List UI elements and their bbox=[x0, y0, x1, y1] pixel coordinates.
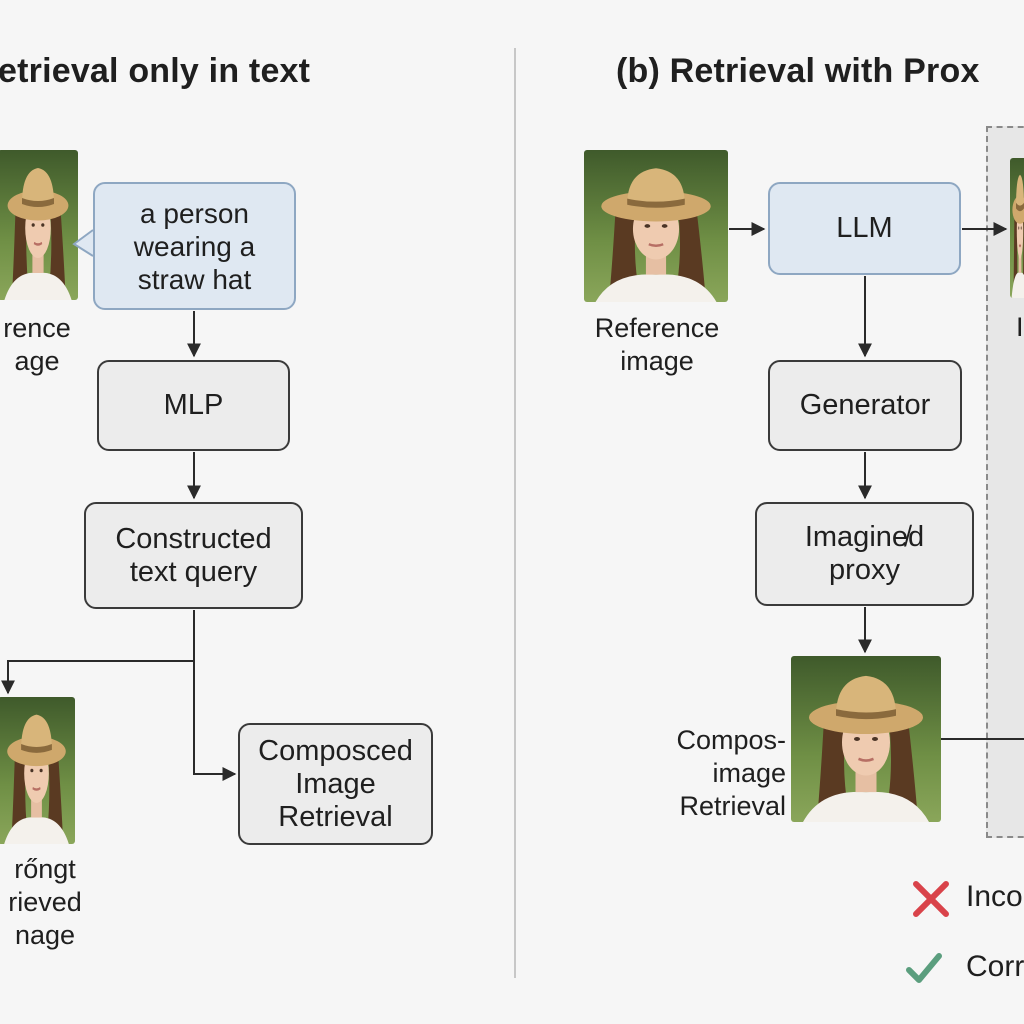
composed-image-retrieval-box: Composced Image Retrieval bbox=[238, 723, 433, 845]
reference-caption-b: Reference image bbox=[594, 313, 720, 376]
panel-b-title: (b) Retrieval with Prox bbox=[616, 52, 980, 90]
wrong-caption: rőngt rieved nage bbox=[8, 854, 82, 950]
legend-incorrect-label: Inco bbox=[966, 880, 1023, 913]
reference-caption-a: rence age bbox=[3, 313, 71, 376]
check-icon bbox=[906, 953, 942, 983]
legend-correct-label: Corr bbox=[966, 950, 1024, 983]
imagined-proxy-box: Imagine̸d proxy bbox=[755, 502, 974, 606]
constructed-text-query-box: Constructed text query bbox=[84, 502, 303, 609]
dashed-region-letter: I bbox=[1016, 312, 1024, 342]
panel-divider bbox=[514, 48, 516, 978]
compos-image-retrieval-caption: Compos- image Retrieval bbox=[676, 725, 786, 821]
panel-a-title: etrieval only in text bbox=[0, 52, 311, 90]
speech-bubble-tail bbox=[72, 229, 94, 257]
cross-icon bbox=[913, 881, 949, 917]
mlp-box: MLP bbox=[97, 360, 290, 451]
arrow-to-cir-box bbox=[193, 661, 237, 781]
speech-bubble-query: a person wearing a straw hat bbox=[93, 182, 296, 310]
arrow-to-wrong-image bbox=[1, 610, 195, 695]
llm-box: LLM bbox=[768, 182, 961, 275]
generator-box: Generator bbox=[768, 360, 962, 451]
